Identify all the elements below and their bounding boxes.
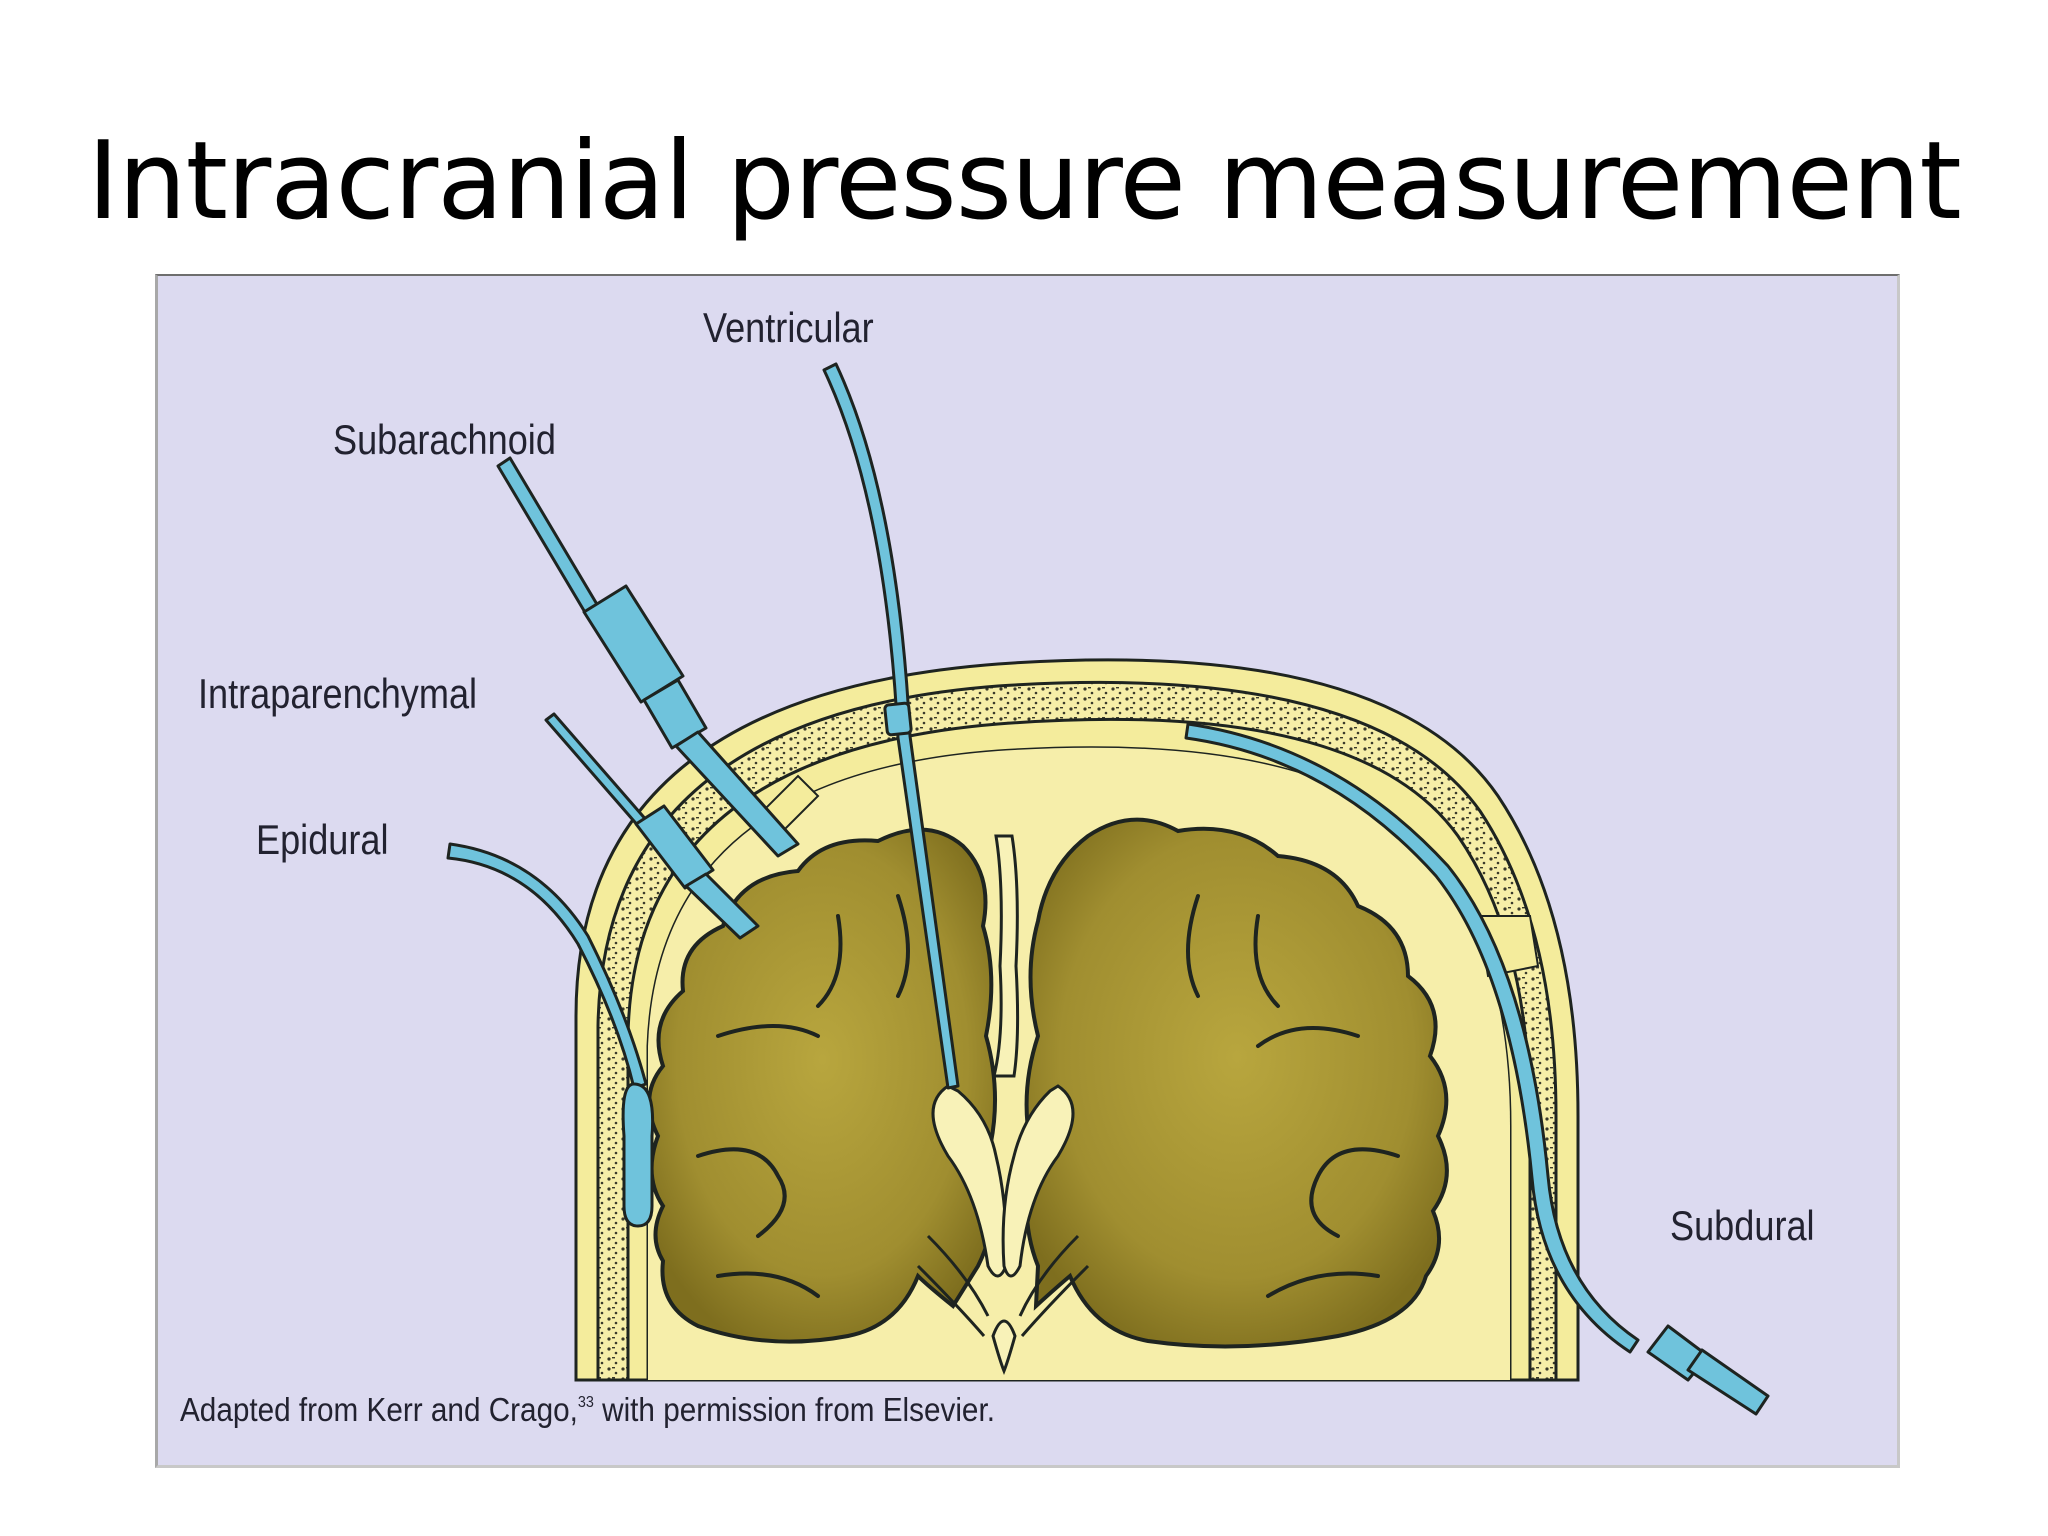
label-subarachnoid: Subarachnoid (333, 416, 556, 463)
skull-bone (596, 680, 1558, 1382)
brain-right-hemisphere (1024, 817, 1449, 1349)
lateral-ventricles (931, 1084, 1008, 1278)
intraparenchymal-catheter (544, 712, 650, 830)
subdural-catheter (1184, 722, 1640, 1354)
brain-cross-section-illustration (446, 362, 1770, 1416)
credit-text-end: with permission from Elsevier. (593, 1391, 995, 1428)
subarachnoid-catheter (496, 456, 600, 616)
credit-text: Adapted from Kerr and Crago, (180, 1391, 578, 1428)
catheters (446, 362, 1770, 1416)
label-subdural: Subdural (1670, 1202, 1815, 1249)
label-epidural: Epidural (256, 816, 389, 863)
midline-fissure (992, 834, 1020, 1078)
label-ventricular: Ventricular (703, 304, 874, 351)
figure-credit: Adapted from Kerr and Crago,33 with perm… (180, 1391, 995, 1429)
ventricular-catheter (822, 362, 960, 1090)
credit-reference-number: 33 (577, 1394, 594, 1411)
slide-title: Intracranial pressure measurement (87, 119, 1961, 244)
label-intraparenchymal: Intraparenchymal (198, 670, 478, 717)
icp-diagram: Ventricular Subarachnoid Intraparenchyma… (155, 274, 1900, 1468)
